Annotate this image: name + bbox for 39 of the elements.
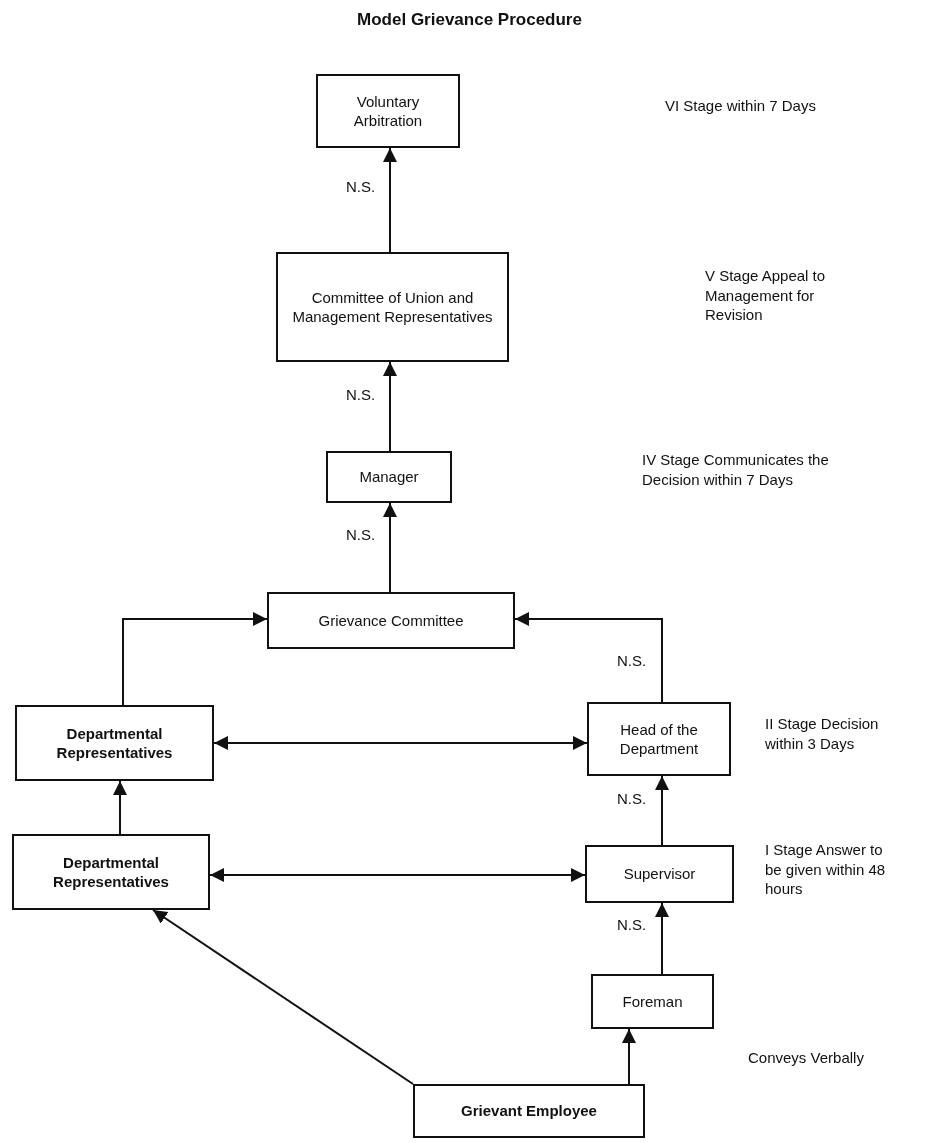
- arrow: [122, 612, 268, 706]
- box-text: Grievant Employee: [461, 1101, 597, 1121]
- box-text: Departmental Representatives: [52, 852, 170, 892]
- stage-note: IV Stage Communicates the Decision within 7 Days: [642, 450, 830, 489]
- process-box: [12, 834, 210, 910]
- stage-note: Conveys Verbally: [748, 1048, 865, 1068]
- process-box: [587, 702, 731, 776]
- process-box: [15, 705, 214, 781]
- box-text: Grievance Committee: [318, 610, 464, 631]
- stage-note: II Stage Decision within 3 Days: [765, 714, 880, 753]
- process-box: [316, 74, 460, 148]
- box-text: Foreman: [622, 991, 683, 1012]
- box-text: Committee of Union and Management Representatives: [291, 287, 494, 327]
- arrow: [514, 612, 663, 703]
- arrow: [655, 775, 669, 846]
- stage-note: VI Stage within 7 Days: [665, 96, 817, 116]
- arrow: [213, 736, 588, 750]
- arrow: [152, 909, 414, 1085]
- arrow: [622, 1028, 636, 1085]
- arrow: [383, 147, 397, 253]
- process-box: [585, 845, 734, 903]
- box-text: Departmental Representatives: [55, 723, 174, 763]
- process-box: [413, 1084, 645, 1138]
- process-box: [326, 451, 452, 503]
- process-box: [276, 252, 509, 362]
- box-text: Supervisor: [623, 864, 696, 884]
- arrow: [655, 902, 669, 975]
- box-text: Manager: [359, 467, 419, 487]
- stage-note: I Stage Answer to be given within 48 hours: [765, 840, 887, 899]
- arrow: [209, 868, 586, 882]
- arrow: [113, 780, 127, 835]
- process-box: [591, 974, 714, 1029]
- box-text: Head of the Department: [618, 719, 700, 759]
- arrow: [383, 361, 397, 452]
- arrow: [383, 502, 397, 593]
- diagram-title: Model Grievance Procedure: [356, 10, 583, 30]
- box-text: Voluntary Arbitration: [352, 91, 424, 131]
- stage-note: V Stage Appeal to Management for Revision: [705, 266, 827, 325]
- process-box: [267, 592, 515, 649]
